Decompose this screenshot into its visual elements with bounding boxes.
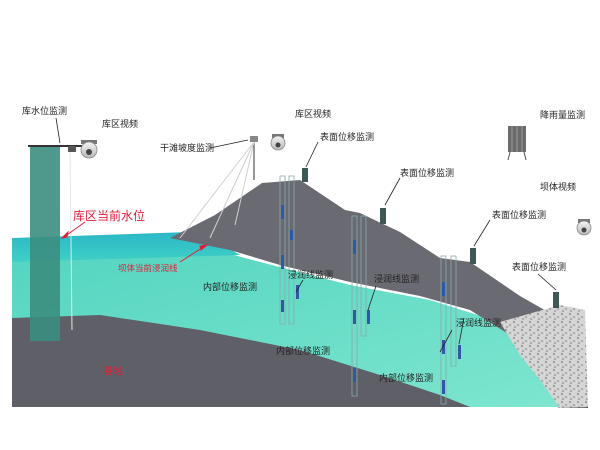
seepage-zone [12, 238, 588, 407]
camera-icon [576, 219, 592, 236]
surface-displacement-post [470, 248, 476, 264]
borehole [279, 175, 457, 405]
label-dam-phreatic-line: 坝体当前浸润线 [118, 263, 178, 274]
label-rainfall-monitor: 降雨量监测 [540, 109, 585, 121]
label-reservoir-video-left: 库区视频 [102, 118, 138, 130]
water-level-gauge-column [30, 145, 60, 341]
label-phreatic-monitor-2: 浸润线监测 [374, 273, 419, 285]
leader-lines [55, 117, 557, 353]
label-surface-displacement-1: 表面位移监测 [320, 131, 374, 143]
surface-displacement-post [553, 292, 559, 308]
label-reservoir-video-top: 库区视频 [295, 108, 331, 120]
gravel-toe [500, 305, 588, 408]
label-surface-displacement-3: 表面位移监测 [492, 209, 546, 221]
label-phreatic-monitor-1: 浸润线监测 [288, 269, 333, 281]
rain-gauge-icon [507, 126, 527, 161]
gauge-sensor [68, 146, 76, 152]
red-arrows [60, 221, 209, 263]
label-foundation: 基岩 [104, 365, 122, 377]
label-phreatic-monitor-3: 浸润线监测 [456, 317, 501, 329]
camera-icon [80, 140, 98, 159]
label-current-water-level: 库区当前水位 [73, 208, 145, 223]
label-dam-video: 坝体视频 [540, 181, 576, 193]
surface-displacement-post [380, 208, 386, 224]
label-internal-displacement-3: 内部位移监测 [379, 372, 433, 384]
dam-body [170, 180, 548, 335]
label-internal-displacement-1: 内部位移监测 [203, 281, 257, 293]
label-surface-displacement-4: 表面位移监测 [512, 261, 566, 273]
surface-displacement-post [302, 168, 308, 182]
gauge-cable [69, 151, 73, 331]
slope-monitor-station [179, 136, 258, 239]
label-internal-displacement-2: 内部位移监测 [276, 345, 330, 357]
label-dry-beach-slope-monitor: 干滩坡度监测 [160, 142, 214, 154]
label-reservoir-water-level-monitor: 库水位监测 [22, 105, 67, 117]
borehole-sensors [281, 205, 461, 394]
label-surface-displacement-2: 表面位移监测 [400, 167, 454, 179]
camera-icon [270, 134, 286, 151]
